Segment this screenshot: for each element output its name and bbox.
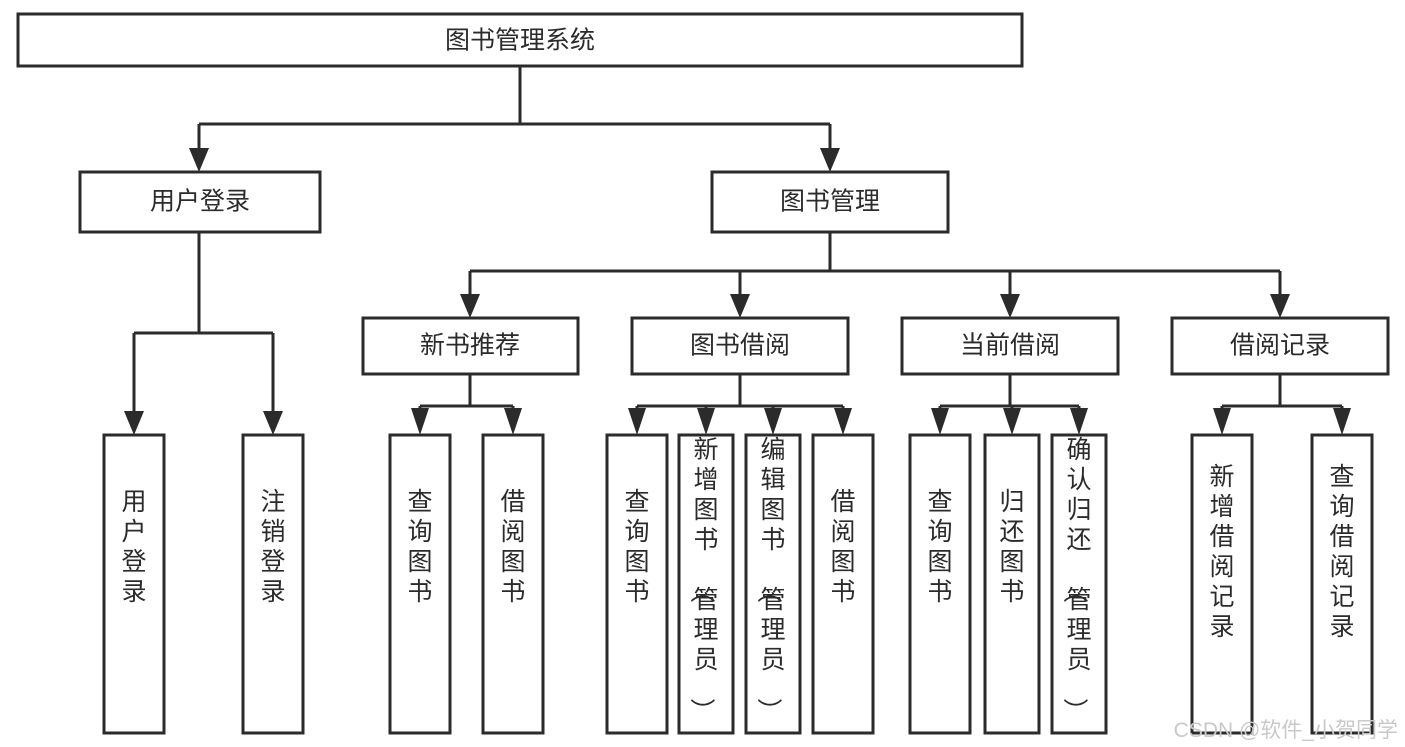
node-borrow-record-label: 借阅记录 — [1230, 332, 1330, 360]
node-cur-return-book-box[interactable] — [983, 433, 1041, 735]
node-book-manage-label: 图书管理 — [780, 188, 880, 216]
node-root-label: 图书管理系统 — [445, 27, 595, 55]
arrow-to-user-login-leaf-2 — [263, 411, 283, 435]
node-book-borrow[interactable]: 图书借阅 — [630, 316, 850, 376]
node-user-login-do-label: 用户登录 — [121, 488, 146, 606]
arrow-to-rec-query-book — [411, 408, 429, 435]
arrow-to-user-login — [189, 148, 209, 172]
node-borrow-borrow-book-box[interactable] — [811, 433, 875, 735]
node-rec-query-record-box[interactable] — [1310, 433, 1374, 735]
node-rec-query-record-label: 查询借阅记录 — [1329, 463, 1354, 641]
arrow-to-user-login-leaf-1 — [124, 411, 144, 435]
node-cur-confirm-return-label: 确认归还（管理员） — [1060, 436, 1091, 723]
node-current-borrow-label: 当前借阅 — [960, 332, 1060, 360]
node-book-borrow-box[interactable] — [630, 316, 850, 376]
arrow-to-rec-query-record — [1333, 408, 1351, 435]
arrow-to-borrow-add-book — [697, 408, 715, 435]
node-rec-add-record-label: 新增借阅记录 — [1209, 463, 1234, 641]
node-new-book-rec[interactable]: 新书推荐 — [361, 316, 580, 376]
node-rec-add-record[interactable]: 新增借阅记录 — [1190, 433, 1254, 735]
arrow-to-book-borrow — [730, 294, 750, 318]
node-rec-query-record[interactable]: 查询借阅记录 — [1310, 433, 1374, 735]
node-borrow-query-book-box[interactable] — [605, 433, 669, 735]
arrow-to-cur-confirm-return — [1070, 408, 1088, 435]
node-borrow-record-box[interactable] — [1170, 316, 1390, 376]
node-rec-query-book-box[interactable] — [388, 433, 452, 735]
node-borrow-query-book-label: 查询图书 — [624, 488, 649, 606]
node-current-borrow[interactable]: 当前借阅 — [900, 316, 1120, 376]
node-root[interactable]: 图书管理系统 — [16, 12, 1024, 68]
node-cur-query-book[interactable]: 查询图书 — [908, 433, 972, 735]
arrow-to-rec-add-record — [1213, 408, 1231, 435]
node-rec-query-book[interactable]: 查询图书 — [388, 433, 452, 735]
csdn-watermark: CSDN @软件_小贺同学 — [1174, 719, 1398, 742]
node-new-book-rec-label: 新书推荐 — [420, 332, 520, 360]
node-borrow-add-book-box[interactable] — [677, 433, 735, 735]
node-borrow-add-book[interactable]: 新增图书（管理员） — [677, 433, 735, 735]
node-root-box[interactable] — [16, 12, 1024, 68]
arrow-to-borrow-query-book — [628, 408, 646, 435]
node-user-logout-label: 注销登录 — [260, 488, 285, 606]
node-user-login[interactable]: 用户登录 — [78, 170, 322, 234]
node-user-login-box[interactable] — [78, 170, 322, 234]
node-current-borrow-box[interactable] — [900, 316, 1120, 376]
node-book-manage[interactable]: 图书管理 — [710, 170, 950, 234]
node-borrow-borrow-book[interactable]: 借阅图书 — [811, 433, 875, 735]
node-borrow-edit-book-box[interactable] — [744, 433, 802, 735]
node-rec-add-record-box[interactable] — [1190, 433, 1254, 735]
arrow-to-cur-query-book — [931, 408, 949, 435]
node-borrow-query-book[interactable]: 查询图书 — [605, 433, 669, 735]
arrow-to-rec-borrow-book — [504, 408, 522, 435]
node-user-logout-box[interactable] — [241, 433, 305, 735]
node-borrow-edit-book[interactable]: 编辑图书（管理员） — [744, 433, 802, 735]
node-rec-query-book-label: 查询图书 — [407, 488, 432, 606]
arrow-to-cur-return-book — [1003, 408, 1021, 435]
node-cur-query-book-box[interactable] — [908, 433, 972, 735]
node-rec-borrow-book-label: 借阅图书 — [500, 488, 525, 606]
arrow-to-borrow-record — [1270, 294, 1290, 318]
node-borrow-edit-book-label: 编辑图书（管理员） — [754, 436, 785, 723]
arrow-to-current-borrow — [1000, 294, 1020, 318]
node-user-logout[interactable]: 注销登录 — [241, 433, 305, 735]
node-new-book-rec-box[interactable] — [361, 316, 580, 376]
node-user-login-do-box[interactable] — [102, 433, 166, 735]
arrow-to-book-manage — [820, 148, 840, 172]
arrow-to-borrow-edit-book — [764, 408, 782, 435]
node-borrow-add-book-label: 新增图书（管理员） — [687, 436, 718, 723]
node-rec-borrow-book[interactable]: 借阅图书 — [481, 433, 545, 735]
node-cur-return-book-label: 归还图书 — [999, 488, 1024, 606]
node-user-login-label: 用户登录 — [150, 188, 250, 216]
node-book-manage-box[interactable] — [710, 170, 950, 234]
arrow-to-new-book-rec — [460, 294, 480, 318]
node-book-borrow-label: 图书借阅 — [690, 332, 790, 360]
node-user-login-do[interactable]: 用户登录 — [102, 433, 166, 735]
node-rec-borrow-book-box[interactable] — [481, 433, 545, 735]
node-cur-return-book[interactable]: 归还图书 — [983, 433, 1041, 735]
node-cur-confirm-return-box[interactable] — [1050, 433, 1108, 735]
node-cur-query-book-label: 查询图书 — [927, 488, 952, 606]
node-borrow-borrow-book-label: 借阅图书 — [830, 488, 855, 606]
node-cur-confirm-return[interactable]: 确认归还（管理员） — [1050, 433, 1108, 735]
node-borrow-record[interactable]: 借阅记录 — [1170, 316, 1390, 376]
arrowhead-layer — [124, 148, 1351, 435]
arrow-to-borrow-borrow-book — [834, 408, 852, 435]
